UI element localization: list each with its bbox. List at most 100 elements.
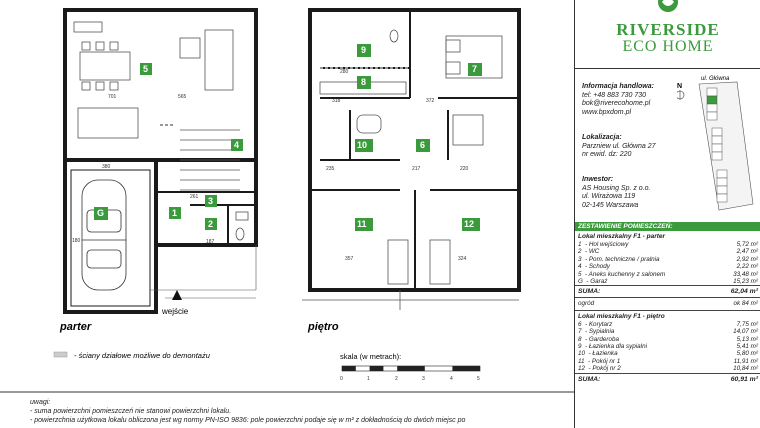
brand-name-top: RIVERSIDE [616, 20, 720, 39]
room-area: 14,07 m² [733, 328, 758, 336]
notes: uwagi: - suma powierzchni pomieszczeń ni… [30, 398, 465, 425]
svg-text:8: 8 [361, 77, 366, 87]
contact-phone: tel: +48 883 730 730 [582, 91, 647, 99]
brand-name-bottom: ECO HOME [622, 38, 714, 55]
room-number: 3 [578, 255, 582, 263]
site-map: ul. Główna N [677, 76, 754, 211]
dimension: 318 [332, 98, 341, 104]
room-name: - Pokój nr 1 [588, 357, 621, 365]
scale-tick: 4 [450, 376, 453, 382]
scale-tick: 3 [422, 376, 425, 382]
legend-text: - ściany działowe możliwe do demontażu [74, 351, 211, 360]
room-area: 2,22 m² [736, 263, 758, 271]
room-area: 5,13 m² [736, 335, 758, 343]
stairs-icon [180, 129, 240, 191]
legend-swatch [53, 351, 68, 358]
room-tag: 5 [140, 63, 152, 75]
room-area: 15,23 m² [733, 278, 758, 286]
svg-text:11: 11 [357, 219, 367, 229]
dimension: 235 [326, 166, 335, 172]
dimension: 380 [102, 164, 111, 170]
room-area: 2,47 m² [736, 248, 758, 256]
dimension: 280 [340, 69, 349, 75]
dimension: 565 [178, 94, 187, 100]
room-name: - Łazienka dla sypialni [585, 343, 647, 351]
investor-line: 02-145 Warszawa [582, 201, 639, 209]
room-area: 33,48 m² [733, 270, 758, 278]
scale-title: skala (w metrach): [340, 352, 401, 361]
upper-floor-label: piętro [307, 321, 339, 333]
room-name: - Łazienka [588, 350, 618, 358]
dimension: 372 [426, 98, 435, 104]
ground-floor-plan: 701 565 380 261 187 180 5 4 3 1 2 G wejś… [59, 8, 258, 333]
north-label: N [677, 83, 682, 90]
svg-text:5: 5 [143, 64, 148, 74]
room-number: 5 [578, 270, 582, 278]
room-number: 12 [578, 365, 586, 373]
svg-text:4: 4 [234, 140, 239, 150]
room-number: 2 [578, 248, 582, 256]
entrance-arrow-icon [172, 290, 182, 300]
logo-area: RIVERSIDE ECO HOME [575, 0, 760, 69]
room-number: 7 [578, 328, 582, 336]
scale-tick: 0 [340, 376, 343, 382]
map-street: ul. Główna [701, 76, 730, 82]
car-icon [81, 179, 127, 291]
dimension: 217 [412, 166, 421, 172]
scale-tick: 1 [367, 376, 370, 382]
room-tag: 8 [357, 76, 371, 89]
dimension: 357 [345, 256, 354, 262]
ground-sum-row: SUMA: 62,04 m² [575, 285, 760, 297]
floor-plans: 701 565 380 261 187 180 5 4 3 1 2 G wejś… [0, 8, 574, 393]
table-row: G - Garaż 15,23 m² [575, 278, 760, 285]
contact-email[interactable]: bok@riverecohome.pl [582, 100, 651, 107]
garden-value: ok 84 m² [733, 300, 759, 308]
room-area: 5,41 m² [736, 343, 758, 351]
dimension: 701 [108, 94, 117, 100]
room-name: - Pom. techniczne / pralnia [585, 255, 660, 263]
room-number: 9 [578, 343, 582, 351]
room-tag: 12 [462, 218, 480, 231]
sum-label: SUMA: [578, 375, 601, 383]
svg-text:1: 1 [172, 208, 177, 218]
room-tag: 1 [169, 207, 181, 219]
room-name: - Garderoba [585, 335, 619, 343]
room-number: G [578, 278, 583, 286]
svg-text:2: 2 [208, 219, 213, 229]
notes-line: - suma powierzchni pomieszczeń nie stano… [30, 408, 232, 415]
room-name: - Garaż [586, 278, 608, 286]
investor-line: AS Housing Sp. z o.o. [582, 184, 651, 192]
room-tag: G [94, 207, 108, 220]
upper-title: Lokal mieszkalny F1 - piętro [575, 309, 760, 321]
location-line: Parzniew ul. Główna 27 [582, 142, 656, 150]
room-area: 7,75 m² [736, 320, 758, 328]
svg-text:12: 12 [464, 219, 474, 229]
room-number: 1 [578, 241, 582, 248]
svg-text:3: 3 [208, 196, 213, 206]
entrance-label: wejście [161, 307, 189, 316]
ground-floor-label: parter [59, 321, 92, 333]
svg-text:7: 7 [472, 64, 477, 74]
contact-web[interactable]: www.bpxdom.pl [582, 108, 632, 116]
room-tag: 10 [355, 139, 373, 152]
room-table: ZESTAWIENIE POMIESZCZEŃ: Lokal mieszkaln… [575, 222, 760, 385]
room-area: 11,91 m² [733, 357, 758, 365]
room-area: 10,84 m² [733, 365, 758, 373]
sum-value: 62,04 m² [730, 288, 758, 296]
room-tag: 4 [231, 139, 243, 151]
upper-sum-row: SUMA: 60,91 m² [575, 372, 760, 385]
notes-title: uwagi: [30, 399, 51, 406]
contact-block: Informacja handlowa: tel: +48 883 730 73… [582, 83, 678, 117]
room-number: 10 [578, 350, 586, 358]
room-tag: 3 [205, 195, 217, 207]
location-line: nr ewid. dz: 220 [582, 151, 632, 158]
location-block: Lokalizacja: Parzniew ul. Główna 27 nr e… [582, 134, 678, 160]
